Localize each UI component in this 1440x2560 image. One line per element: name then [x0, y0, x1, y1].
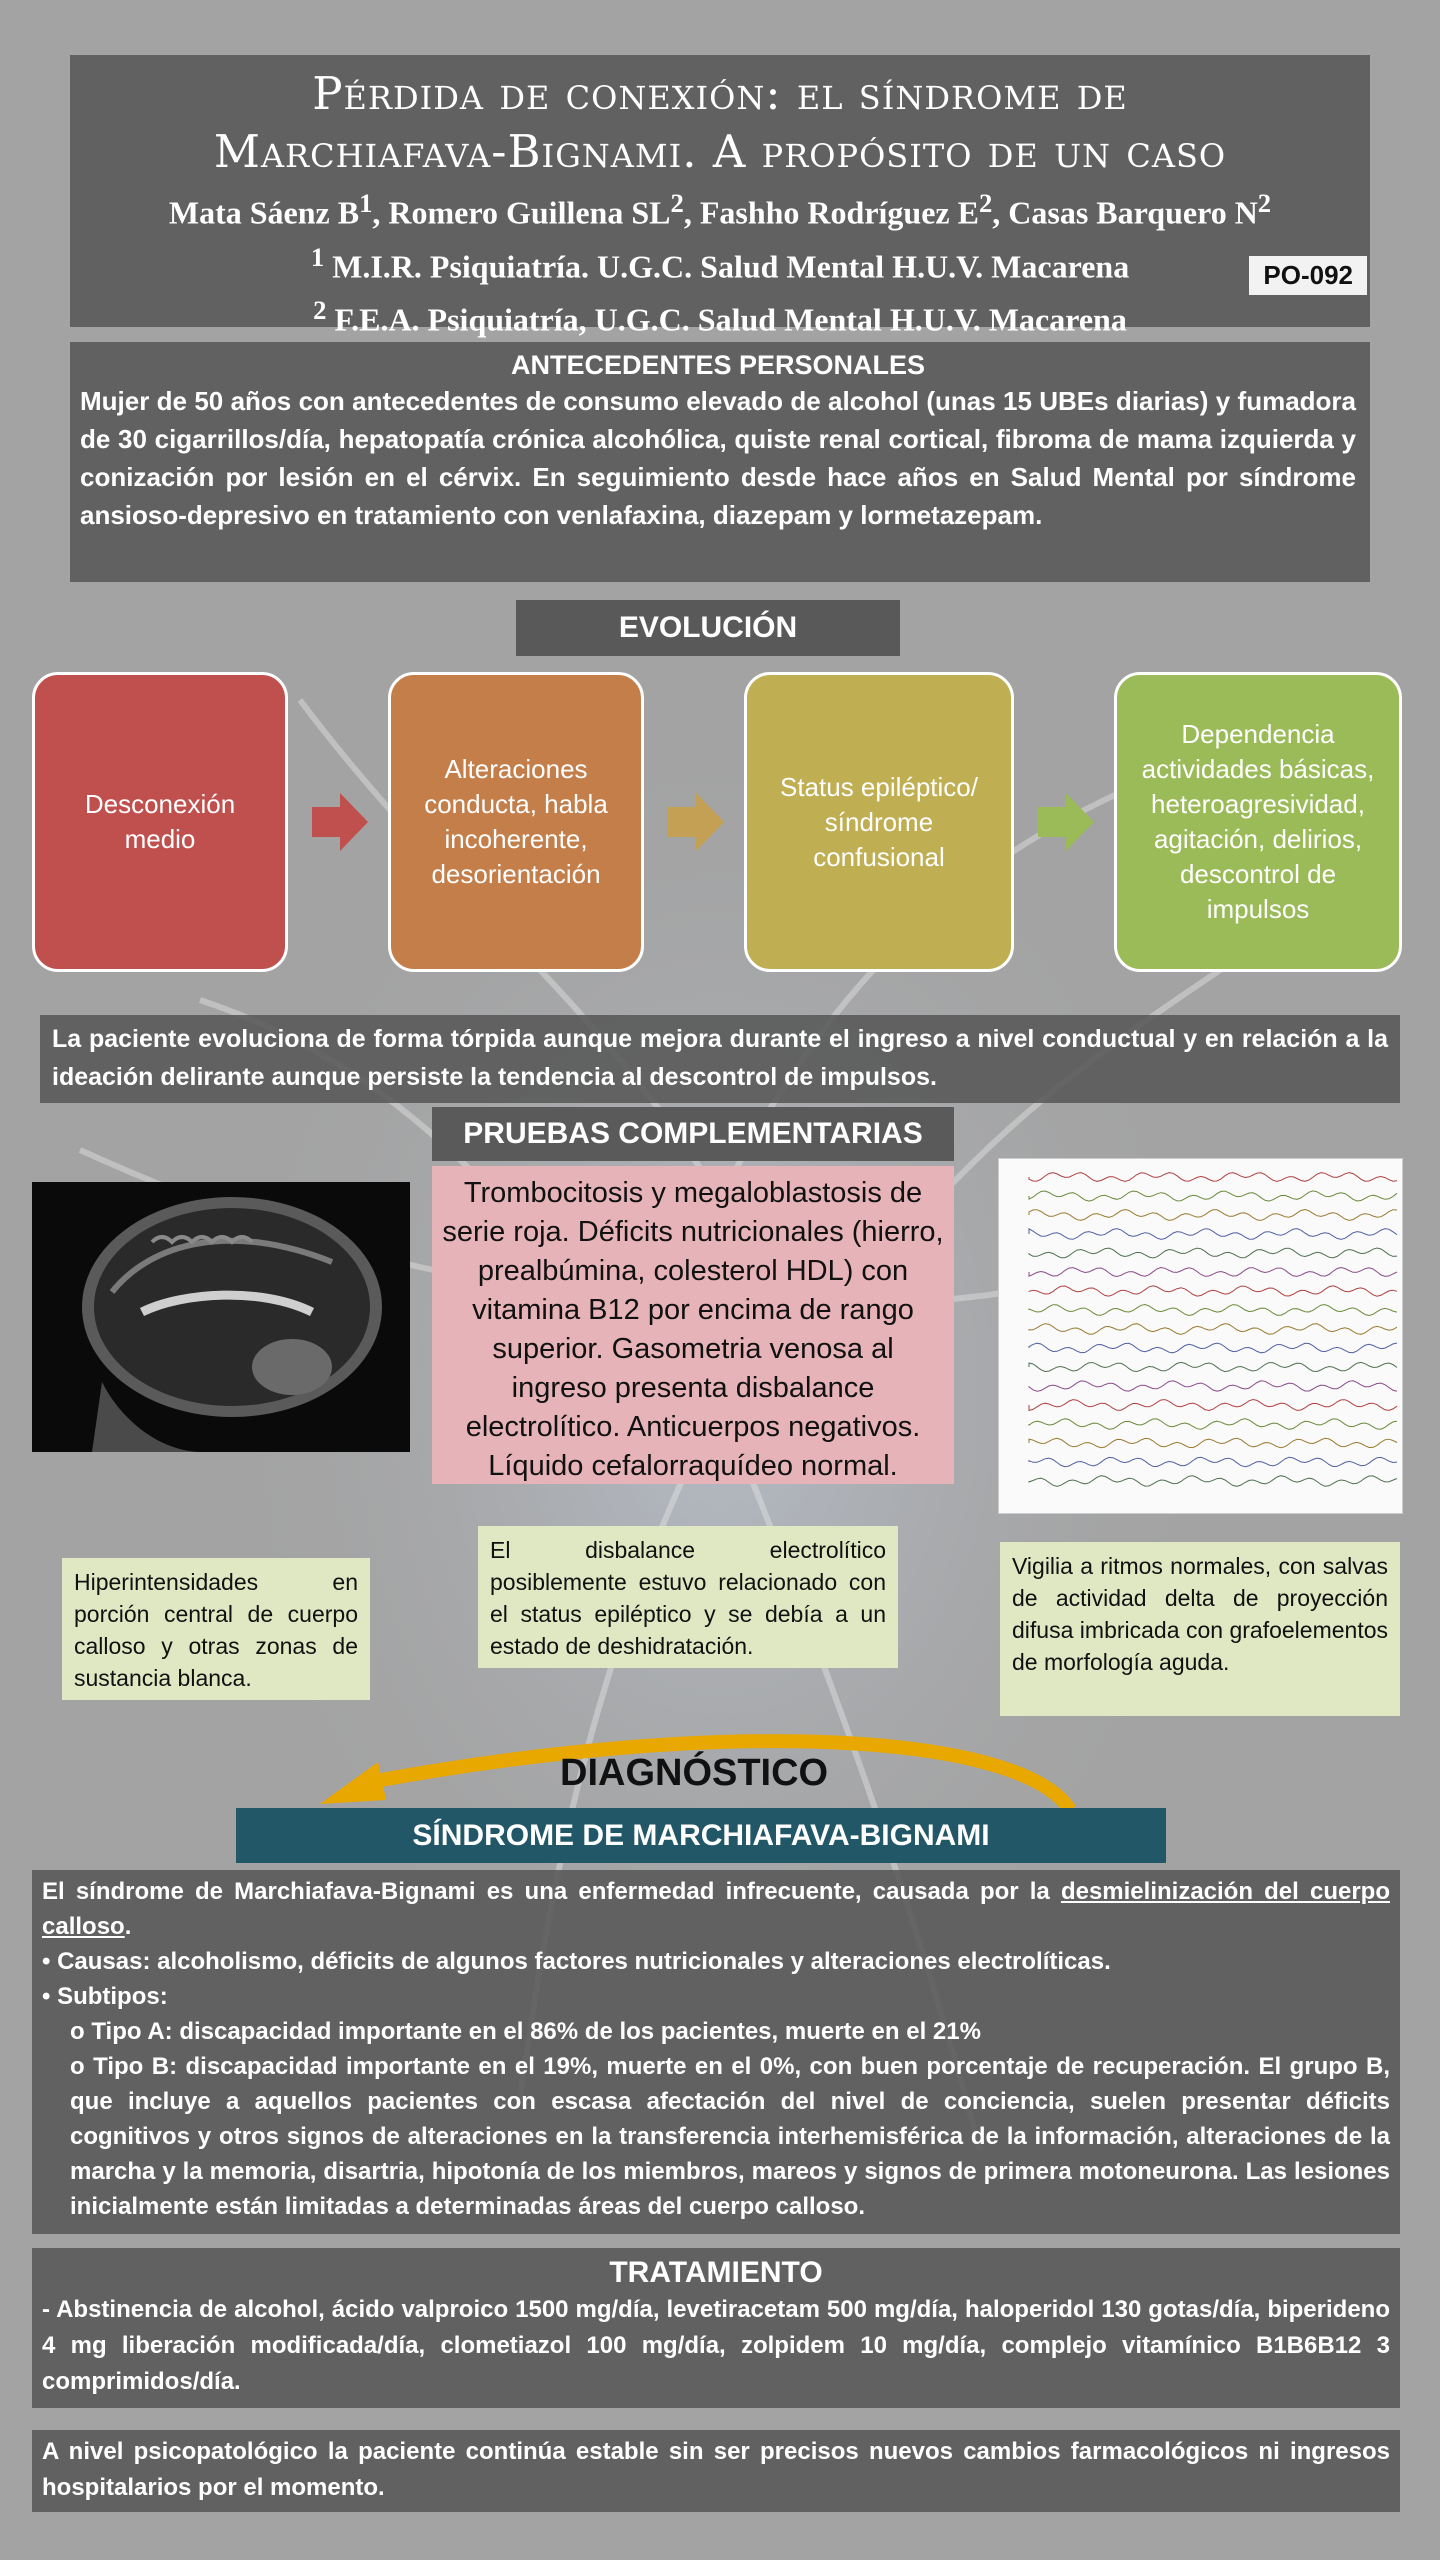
eeg-trace-line: [1028, 1361, 1398, 1373]
arrow-right-icon: [668, 793, 724, 856]
author-3-affiliation: 2: [978, 188, 993, 218]
diagnosis-intro-text: El síndrome de Marchiafava-Bignami es un…: [42, 1878, 1061, 1905]
lab-results-box: Trombocitosis y megaloblastosis de serie…: [432, 1166, 954, 1484]
eeg-trace-line: [1028, 1323, 1398, 1335]
arrow-right-icon: [1038, 793, 1094, 856]
diagnosis-type-a: o Tipo A: discapacidad importante en el …: [70, 2018, 981, 2045]
evolution-step-1: Desconexión medio: [32, 672, 288, 972]
author-4-affiliation: 2: [1257, 188, 1272, 218]
diagnosis-causes: • Causas: alcoholismo, déficits de algun…: [42, 1948, 1111, 1975]
evolution-summary: La paciente evoluciona de forma tórpida …: [40, 1015, 1400, 1103]
diagnosis-name-bar: SÍNDROME DE MARCHIAFAVA-BIGNAMI: [236, 1808, 1166, 1863]
evolution-summary-text: La paciente evoluciona de forma tórpida …: [52, 1025, 1388, 1091]
evolution-step-1-label: Desconexión medio: [84, 789, 236, 854]
electrolyte-note-text: El disbalance electrolítico posiblemente…: [490, 1537, 886, 1659]
author-1: Mata Sáenz B: [168, 194, 360, 231]
affiliation-1-text: M.I.R. Psiquiatría. U.G.C. Salud Mental …: [324, 248, 1130, 285]
affiliation-2: 2 F.E.A. Psiquiatría, U.G.C. Salud Menta…: [70, 288, 1370, 342]
eeg-trace-line: [1028, 1172, 1398, 1182]
evolution-step-4: Dependencia actividades básicas, heteroa…: [1114, 672, 1402, 972]
author-list: Mata Sáenz B1, Romero Guillena SL2, Fash…: [70, 181, 1370, 235]
antecedentes-title: ANTECEDENTES PERSONALES: [510, 350, 926, 380]
arrow-right-icon: [312, 793, 368, 856]
eeg-trace-line: [1028, 1437, 1398, 1449]
author-2: , Romero Guillena SL: [372, 194, 671, 231]
eeg-trace-line: [1028, 1228, 1398, 1240]
evolution-step-2-label: Alteraciones conducta, habla incoherente…: [424, 754, 608, 889]
eeg-trace-line: [1028, 1208, 1398, 1221]
author-1-affiliation: 1: [359, 188, 373, 218]
affiliation-2-number: 2: [313, 295, 327, 326]
pruebas-title: PRUEBAS COMPLEMENTARIAS: [432, 1107, 954, 1161]
author-3: , Fashho Rodríguez E: [683, 194, 979, 231]
lab-results-text: Trombocitosis y megaloblastosis de serie…: [442, 1177, 944, 1482]
mri-sagittal-image: [32, 1182, 410, 1452]
electrolyte-note: El disbalance electrolítico posiblemente…: [478, 1526, 898, 1668]
author-2-affiliation: 2: [670, 188, 684, 218]
evolution-step-2: Alteraciones conducta, habla incoherente…: [388, 672, 644, 972]
evolution-step-3: Status epiléptico/ síndrome confusional: [744, 672, 1014, 972]
affiliation-1-number: 1: [310, 241, 325, 272]
diagnosis-intro: El síndrome de Marchiafava-Bignami es un…: [42, 1874, 1390, 1944]
evolution-step-4-label: Dependencia actividades básicas, heteroa…: [1141, 719, 1375, 924]
eeg-trace-line: [1028, 1303, 1398, 1317]
eeg-finding-text: Vigilia a ritmos normales, con salvas de…: [1012, 1553, 1388, 1675]
eeg-trace-line: [1028, 1190, 1398, 1202]
tratamiento-section: TRATAMIENTO - Abstinencia de alcohol, ác…: [32, 2248, 1400, 2408]
diagnosis-intro-end: .: [124, 1913, 132, 1940]
poster-code-badge: PO-092: [1249, 256, 1367, 295]
eeg-trace-image: [998, 1158, 1403, 1514]
mri-finding-text: Hiperintensidades en porción central de …: [74, 1569, 358, 1691]
eeg-trace-line: [1028, 1456, 1398, 1468]
diagnosis-intro-underlined: desmielinización del cuerpo calloso: [42, 1878, 1390, 1940]
author-4: , Casas Barquero N: [992, 194, 1258, 231]
tratamiento-text: - Abstinencia de alcohol, ácido valproic…: [42, 2296, 1390, 2395]
diagnosis-description: El síndrome de Marchiafava-Bignami es un…: [32, 1870, 1400, 2234]
affiliation-1: 1 M.I.R. Psiquiatría. U.G.C. Salud Menta…: [70, 235, 1370, 289]
final-note: A nivel psicopatológico la paciente cont…: [32, 2430, 1400, 2512]
evolution-step-3-label: Status epiléptico/ síndrome confusional: [779, 771, 978, 872]
poster-title-line-1: Pérdida de conexión: el síndrome de: [312, 67, 1128, 120]
eeg-trace-line: [1028, 1342, 1398, 1354]
diagnostico-title: DIAGNÓSTICO: [560, 1752, 829, 1794]
eeg-trace-line: [1028, 1247, 1398, 1259]
eeg-trace-line: [1028, 1475, 1398, 1487]
affiliation-2-text: F.E.A. Psiquiatría, U.G.C. Salud Mental …: [326, 301, 1127, 338]
diagnosis-type-b: o Tipo B: discapacidad importante en el …: [70, 2053, 1390, 2220]
eeg-trace-line: [1028, 1266, 1398, 1278]
curved-arrow-icon: [320, 1734, 1076, 1812]
eeg-trace-line: [1028, 1285, 1398, 1297]
antecedentes-section: ANTECEDENTES PERSONALES Mujer de 50 años…: [70, 342, 1370, 582]
tratamiento-title: TRATAMIENTO: [609, 2256, 823, 2289]
eeg-trace-line: [1028, 1398, 1398, 1412]
eeg-trace-line: [1028, 1418, 1398, 1430]
poster-title-line-2: Marchiafava-Bignami. A propósito de un c…: [213, 125, 1227, 178]
evolucion-title: EVOLUCIÓN: [516, 600, 900, 656]
diagnosis-subtypes-label: • Subtipos:: [42, 1983, 168, 2010]
final-note-text: A nivel psicopatológico la paciente cont…: [42, 2438, 1390, 2501]
mri-finding-note: Hiperintensidades en porción central de …: [62, 1558, 370, 1700]
eeg-trace-line: [1028, 1380, 1398, 1392]
eeg-finding-note: Vigilia a ritmos normales, con salvas de…: [1000, 1542, 1400, 1716]
poster-header: Pérdida de conexión: el síndrome de Marc…: [70, 55, 1370, 338]
antecedentes-text: Mujer de 50 años con antecedentes de con…: [80, 386, 1356, 530]
